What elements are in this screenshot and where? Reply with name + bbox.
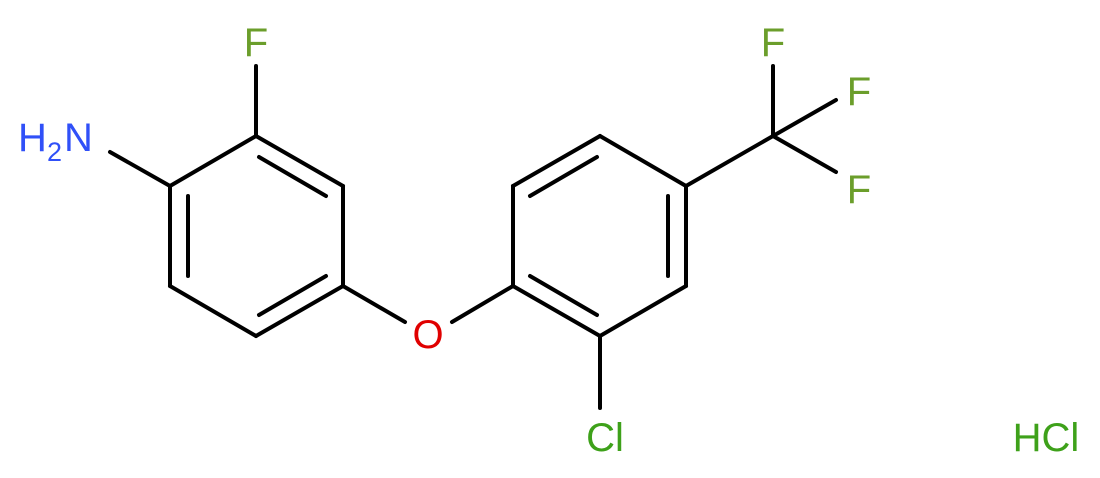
amine-subscript: 2 xyxy=(47,137,62,167)
chloro-label: Cl xyxy=(586,416,624,460)
bond-ring-cf3 xyxy=(684,134,775,188)
bond-a2-a3-inner xyxy=(257,155,328,198)
bond-b2-b3-inner xyxy=(528,155,599,198)
bond-a4-a5-inner xyxy=(257,274,328,317)
bond-c-n xyxy=(108,150,172,188)
cf3-f-mid-label: F xyxy=(847,70,871,114)
ring-b-bonds xyxy=(511,134,688,338)
ether-oxygen-label: O xyxy=(412,313,443,357)
bond-cf3-f-mid xyxy=(771,98,838,138)
fluoro-aniline-label: F xyxy=(244,21,268,65)
cf3-f-top-label: F xyxy=(761,21,785,65)
bond-b2-b3 xyxy=(511,134,602,188)
bond-b5-b6 xyxy=(598,284,688,338)
bond-a1-a2 xyxy=(168,134,258,188)
bond-b6-b1-inner xyxy=(528,274,599,317)
bond-cf3-f-bottom xyxy=(771,134,838,174)
bond-a4-a5 xyxy=(254,284,345,338)
bond-a5-a6 xyxy=(168,284,258,338)
bond-b3-b4 xyxy=(598,134,688,188)
bond-o-c-right xyxy=(450,284,515,324)
ring-a-bonds xyxy=(168,134,345,338)
cf3-f-bottom-label: F xyxy=(847,168,871,212)
bond-b6-b1 xyxy=(511,284,602,338)
amine-h: H xyxy=(18,116,47,160)
amine-n: N xyxy=(64,116,93,160)
amine-label: H 2 N xyxy=(18,116,93,167)
bond-c-o-left xyxy=(341,284,407,324)
counterion-label: HCl xyxy=(1013,416,1080,460)
bond-a2-a3 xyxy=(254,134,345,188)
